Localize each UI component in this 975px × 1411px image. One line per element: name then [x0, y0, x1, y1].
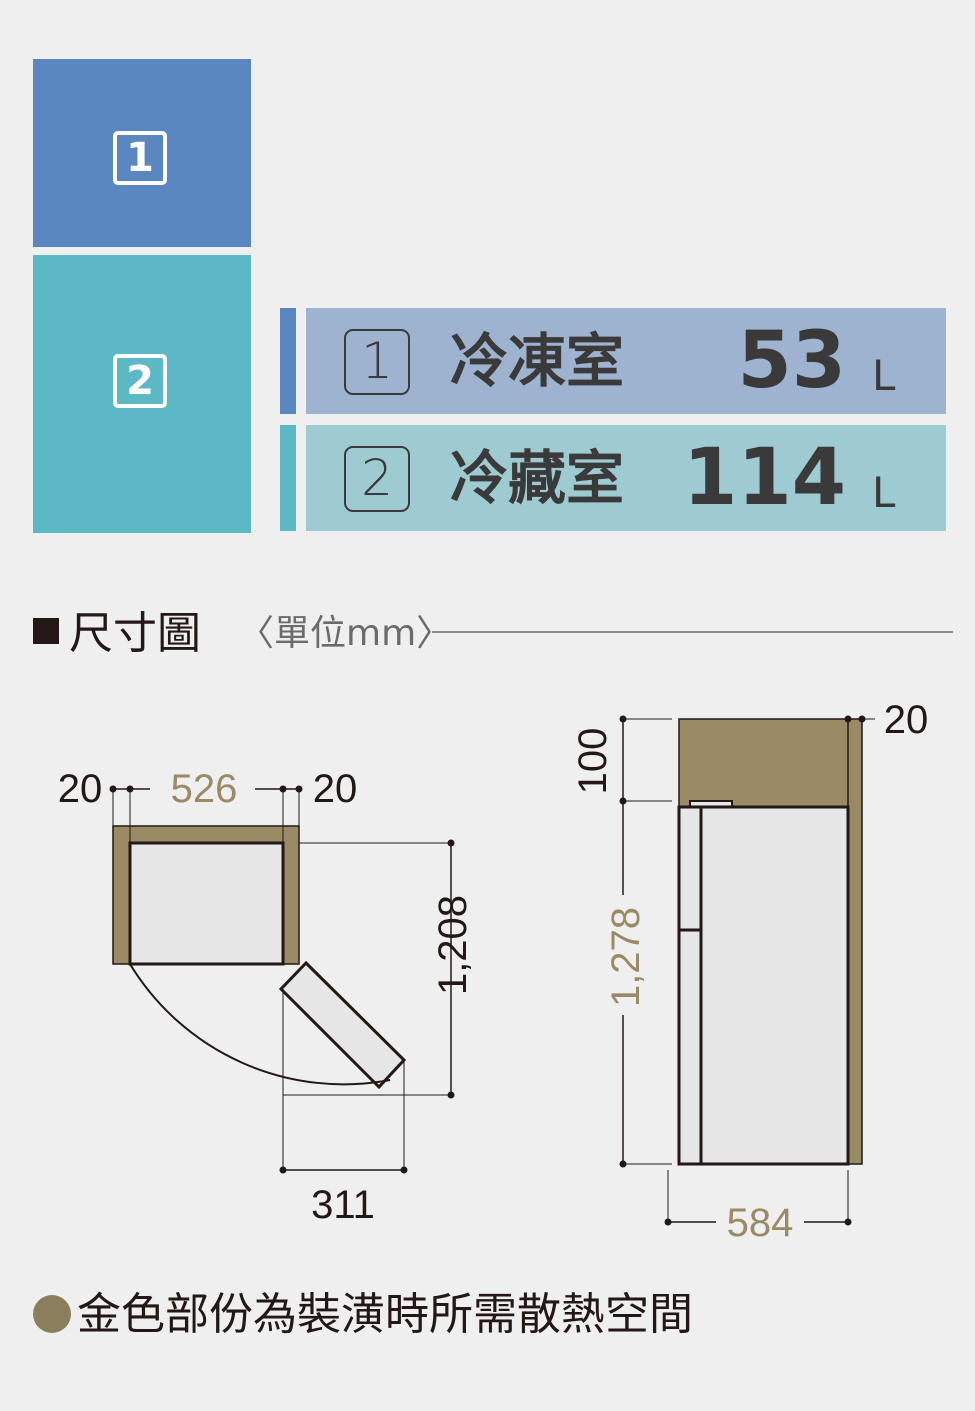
fridge-block: 2: [33, 255, 251, 533]
fridge-volume: 114: [683, 433, 846, 523]
side-height-label: 1,278: [604, 907, 648, 1007]
fridge-stripe: [280, 425, 296, 531]
dimension-title-text: 尺寸圖: [69, 608, 201, 659]
fridge-row: 2 冷藏室 114 L: [306, 425, 946, 531]
top-right-clearance-label: 20: [313, 767, 358, 811]
fridge-row-badge: 2: [344, 446, 410, 512]
note: 金色部份為裝潢時所需散熱空間: [33, 1288, 693, 1342]
side-back-clearance: [847, 718, 863, 1165]
freezer-block-badge: 1: [113, 131, 167, 185]
top-view-body: [128, 841, 285, 966]
freezer-block: 1: [33, 59, 251, 247]
side-body: [677, 805, 850, 1166]
top-depth-label: 1,208: [431, 895, 475, 995]
gold-dot-icon: [33, 1295, 71, 1333]
note-text: 金色部份為裝潢時所需散熱空間: [77, 1289, 693, 1340]
top-width-label: 526: [171, 767, 238, 811]
fridge-block-badge: 2: [113, 354, 167, 408]
top-view: [109, 770, 455, 1174]
fridge-unit: L: [872, 468, 896, 517]
dimension-title: 尺寸圖: [33, 608, 201, 660]
top-left-clearance-label: 20: [58, 767, 103, 811]
side-top-clearance: [678, 718, 851, 808]
side-back-clearance-label: 20: [884, 698, 929, 742]
freezer-row: 1 冷凍室 53 L: [306, 308, 946, 414]
square-bullet-icon: [33, 618, 59, 644]
fridge-label: 冷藏室: [450, 444, 625, 512]
side-depth-label: 584: [727, 1201, 794, 1245]
side-view: [605, 715, 875, 1242]
dimension-unit-label: 〈單位mm〉: [238, 613, 453, 654]
side-top-clearance-label: 100: [571, 728, 615, 795]
freezer-row-badge: 1: [344, 329, 410, 395]
freezer-volume: 53: [737, 316, 846, 406]
freezer-stripe: [280, 308, 296, 414]
freezer-label: 冷凍室: [450, 327, 625, 395]
top-view-door: [278, 960, 407, 1090]
door-swing-arc: [129, 963, 391, 1086]
freezer-unit: L: [872, 351, 896, 400]
door-swing-label: 311: [311, 1183, 375, 1227]
